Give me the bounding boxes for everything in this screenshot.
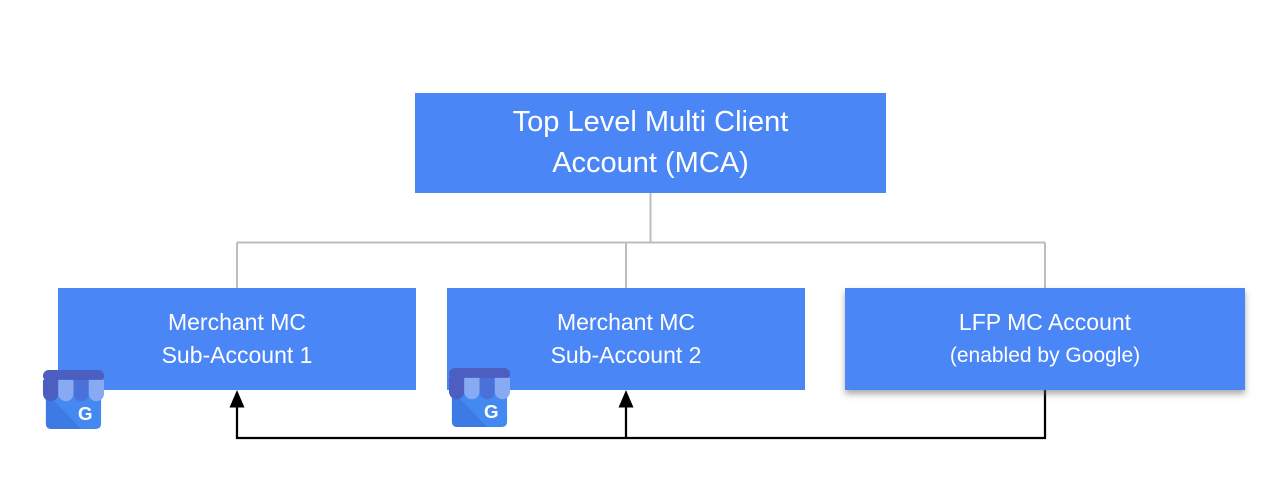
feedback-flow-lines (235, 390, 1047, 440)
google-my-business-icon (40, 368, 107, 433)
node-label-line: Top Level Multi Client (512, 106, 789, 138)
arrowhead-up-sub2 (618, 390, 634, 408)
node-label-line: Sub-Account 2 (550, 342, 702, 368)
node-label-line: Sub-Account 1 (161, 342, 313, 368)
node-label-line: (enabled by Google) (949, 344, 1141, 367)
node-merchant-sub-account-1: Merchant MC Sub-Account 1 (58, 288, 416, 390)
node-lfp-mc-account: LFP MC Account (enabled by Google) (845, 288, 1245, 390)
node-label-line: Account (MCA) (552, 147, 749, 179)
node-label-line: LFP MC Account (958, 309, 1132, 335)
node-label-line: Merchant MC (167, 309, 307, 335)
arrowhead-up-sub1 (229, 390, 245, 408)
google-my-business-icon (446, 366, 513, 431)
node-label-line: Merchant MC (556, 309, 696, 335)
node-top-level-mca: Top Level Multi Client Account (MCA) (415, 93, 886, 193)
hierarchy-tree-lines (236, 193, 1046, 288)
